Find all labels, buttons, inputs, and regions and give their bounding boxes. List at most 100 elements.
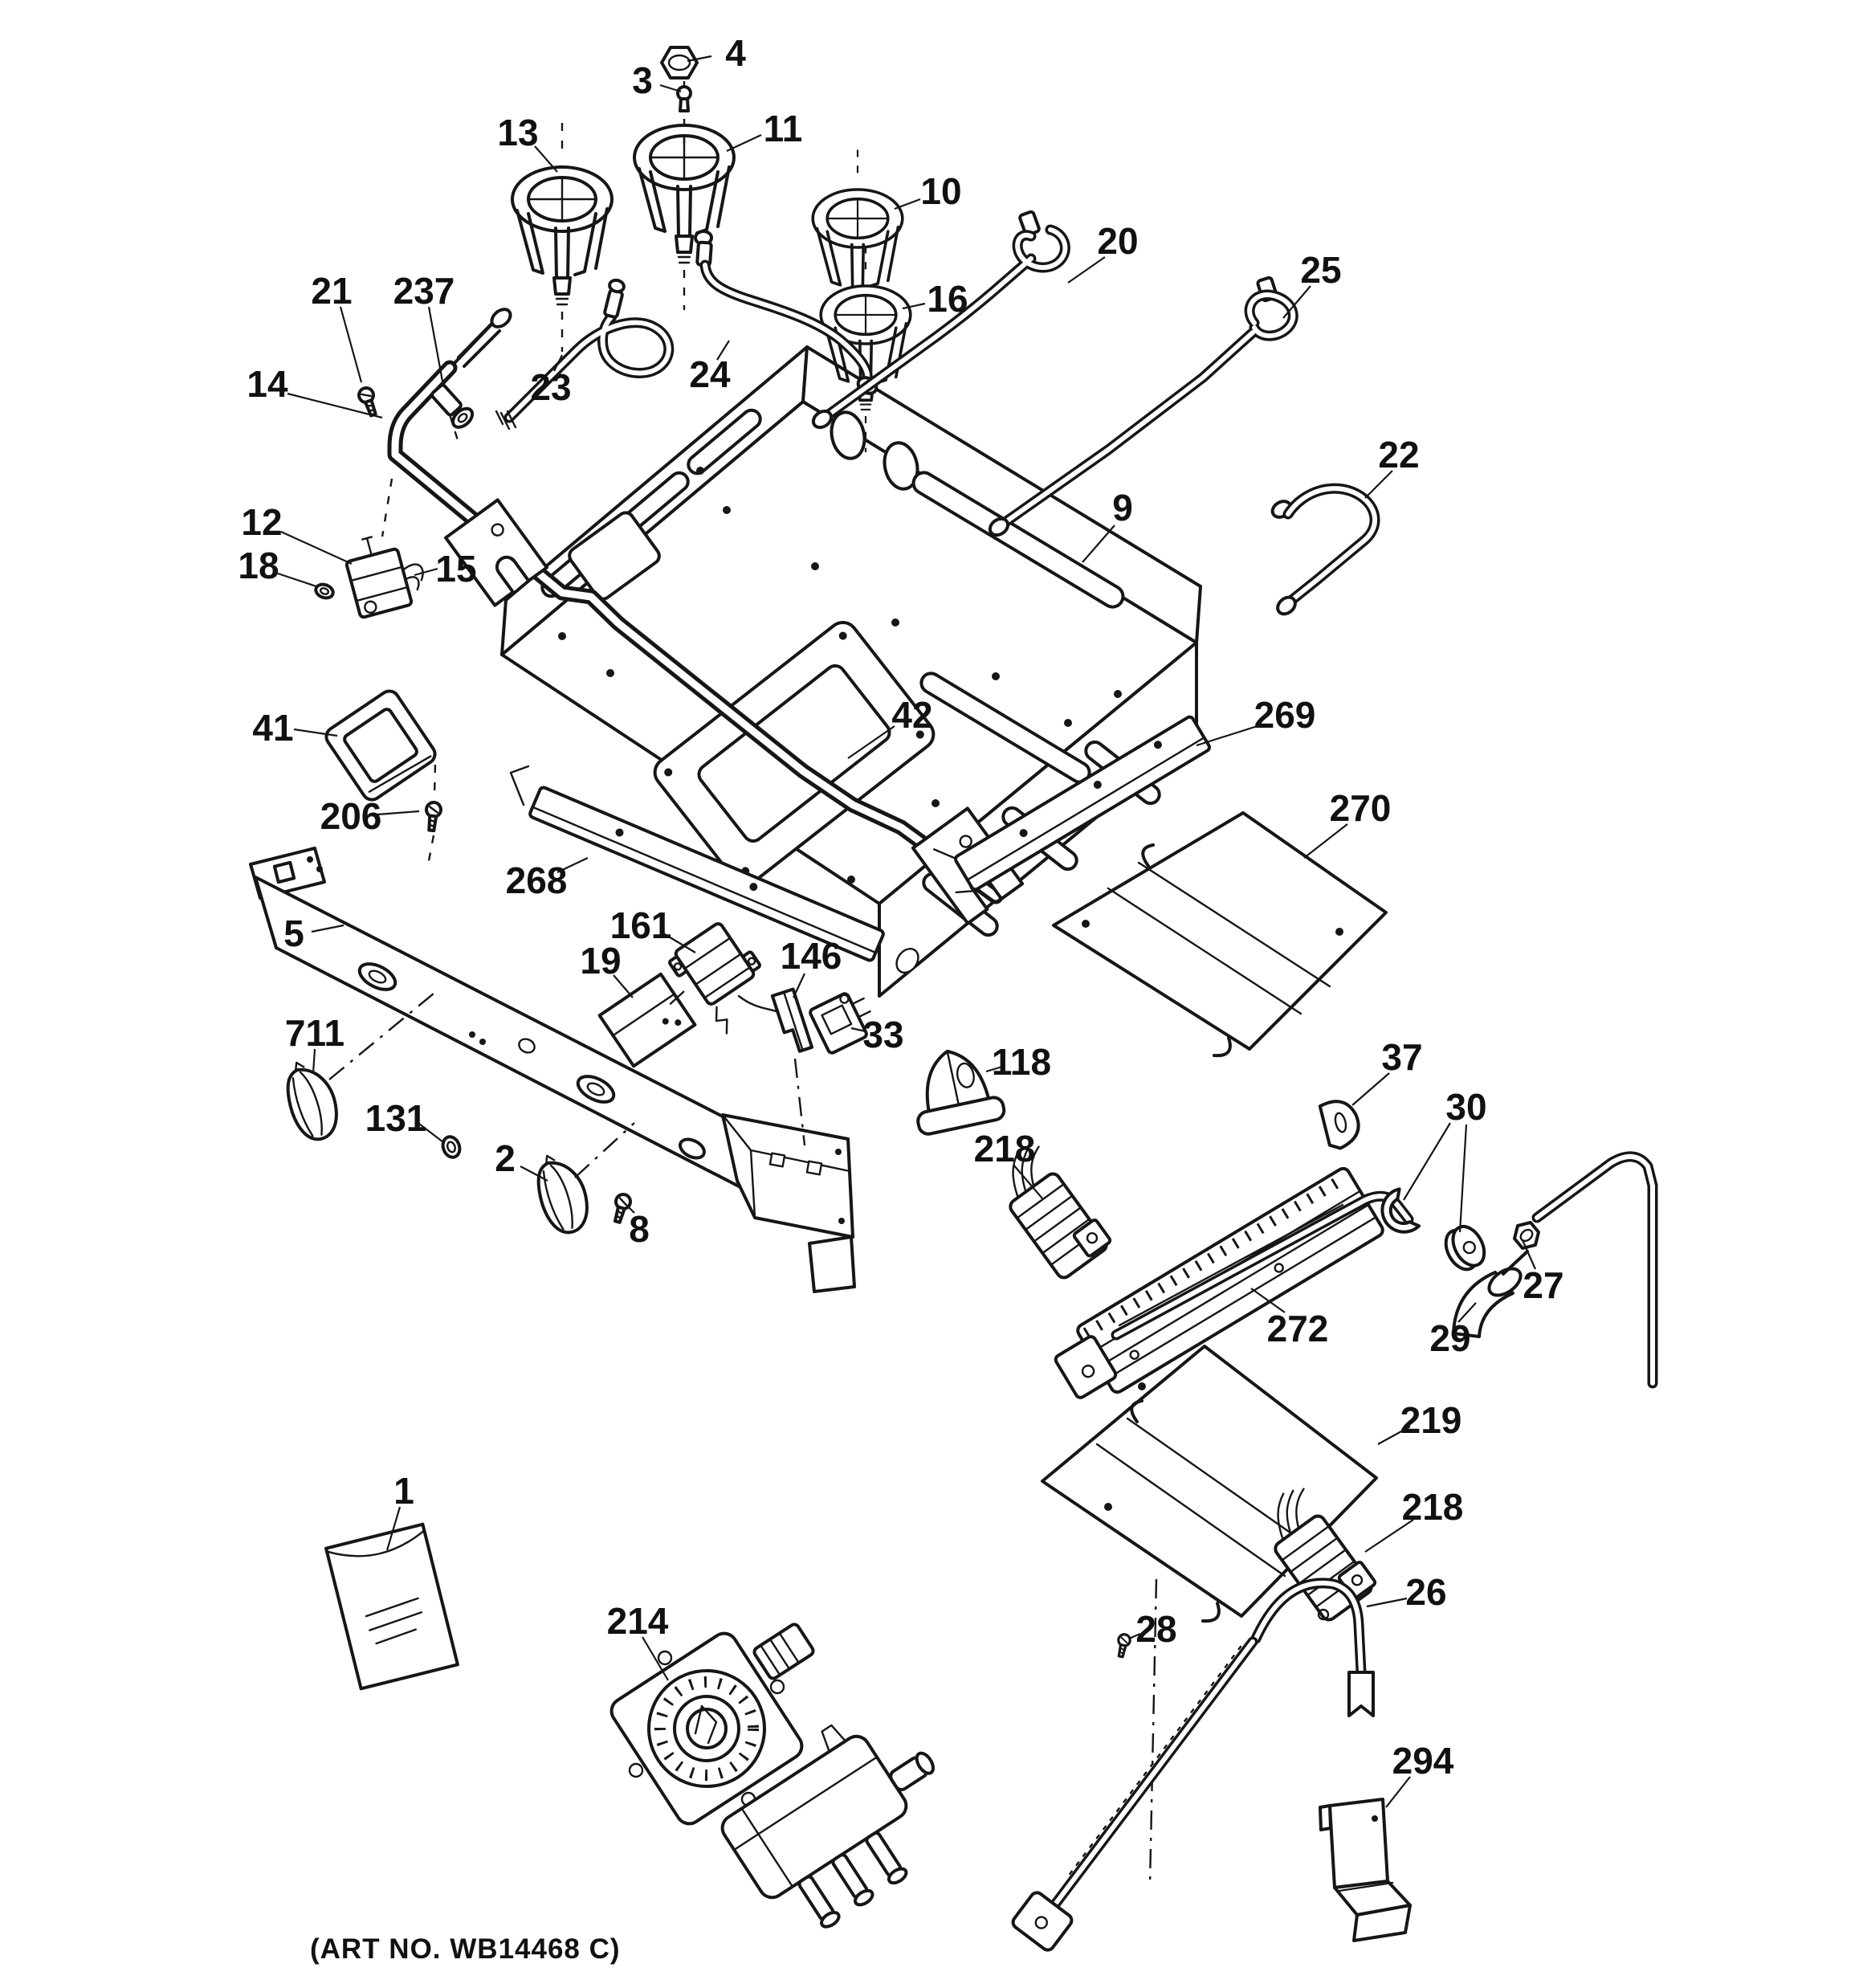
alignment-line-knob-2 (574, 1122, 635, 1178)
part-label-9: 9 (1112, 487, 1133, 529)
leader-line (556, 857, 589, 873)
part-label-19: 19 (580, 940, 621, 982)
leader-line (415, 1121, 444, 1143)
leader-line (377, 810, 420, 816)
part-label-218: 218 (1402, 1486, 1464, 1528)
part-label-237: 237 (393, 270, 455, 312)
part-5-manifold-panel (249, 847, 856, 1293)
part-label-15: 15 (435, 548, 476, 590)
part-146-bracket (770, 987, 814, 1146)
leader-line (277, 572, 317, 588)
part-label-37: 37 (1381, 1036, 1422, 1078)
part-label-11: 11 (764, 108, 803, 149)
part-label-270: 270 (1330, 787, 1392, 829)
part-118-bracket (916, 1049, 1006, 1136)
leader-line (985, 1065, 1003, 1073)
leader-line (553, 354, 563, 372)
part-label-161: 161 (610, 904, 672, 946)
part-214-regulator (609, 1623, 935, 1929)
part-3-orifice (676, 85, 692, 149)
leader-line (613, 974, 634, 998)
leader-line (1364, 470, 1393, 499)
part-label-146: 146 (781, 935, 842, 977)
part-label-294: 294 (1392, 1740, 1454, 1782)
leader-line (662, 933, 696, 953)
part-label-131: 131 (365, 1097, 427, 1139)
part-131-grommet (441, 1135, 462, 1159)
part-20-tube (811, 210, 1070, 430)
part-label-8: 8 (629, 1208, 650, 1250)
leader-line (1196, 723, 1263, 747)
part-33-switch (809, 992, 871, 1055)
part-label-24: 24 (689, 353, 731, 395)
part-18-washer (314, 582, 335, 600)
part-29-elbow (1452, 1267, 1523, 1338)
leader-line (850, 1027, 866, 1033)
leader-line (1351, 1072, 1390, 1106)
part-4-nut (660, 46, 699, 80)
leader-line (1303, 823, 1348, 859)
leader-line (1377, 1426, 1411, 1445)
part-label-20: 20 (1097, 220, 1138, 262)
part-12-valve (344, 478, 424, 619)
part-label-30: 30 (1445, 1086, 1486, 1128)
part-label-28: 28 (1135, 1608, 1176, 1650)
part-label-14: 14 (247, 363, 288, 405)
leader-line (1403, 1122, 1451, 1201)
part-label-268: 268 (506, 859, 568, 901)
art-number-text: (ART NO. WB14468 C) (310, 1933, 621, 1965)
leader-line (293, 728, 338, 737)
part-label-13: 13 (497, 112, 538, 153)
part-label-42: 42 (891, 694, 932, 736)
part-label-219: 219 (1400, 1399, 1462, 1441)
leader-line (642, 1636, 669, 1681)
part-30-igniter-tube (1111, 1187, 1486, 1341)
leader-line (687, 55, 712, 63)
part-label-206: 206 (320, 795, 382, 837)
leader-line (534, 145, 558, 173)
part-13-burner-head (511, 121, 614, 353)
part-27-fitting (1502, 1221, 1540, 1276)
part-270-heat-shield (1052, 811, 1388, 1058)
part-268-strip (509, 765, 885, 962)
part-269-strip (932, 715, 1211, 894)
leader-line (726, 134, 762, 152)
part-237-fitting (430, 383, 475, 441)
leader-line (716, 340, 730, 361)
part-711-knob (276, 1053, 347, 1147)
part-label-12: 12 (241, 501, 282, 543)
leader-line (902, 302, 926, 310)
part-label-41: 41 (252, 707, 293, 749)
part-label-269: 269 (1254, 694, 1316, 736)
part-label-3: 3 (632, 59, 653, 101)
leader-line (312, 1048, 316, 1074)
leader-line (847, 725, 895, 759)
leader-line (1082, 525, 1115, 563)
leader-line (1282, 285, 1311, 319)
part-label-218: 218 (974, 1128, 1036, 1170)
part-label-18: 18 (238, 545, 279, 586)
part-41-cover (324, 689, 437, 802)
part-label-29: 29 (1429, 1317, 1470, 1359)
part-label-5: 5 (283, 912, 304, 954)
part-label-272: 272 (1267, 1308, 1329, 1349)
part-26-burner-tube (1011, 1578, 1375, 1952)
part-42-frame (653, 620, 936, 887)
part-label-33: 33 (862, 1014, 903, 1055)
leader-line (1366, 1597, 1408, 1608)
part-label-711: 711 (285, 1012, 344, 1054)
leader-line (1067, 256, 1106, 284)
part-label-25: 25 (1300, 249, 1341, 291)
part-28-screw (1114, 1631, 1133, 1659)
leader-line (385, 1506, 402, 1551)
leader-line (414, 567, 438, 577)
leader-line (1250, 1288, 1286, 1313)
leader-line (311, 924, 344, 933)
leader-line (626, 1204, 635, 1214)
part-label-21: 21 (311, 270, 352, 312)
part-19-plate (597, 972, 697, 1068)
part-label-214: 214 (607, 1600, 669, 1642)
part-11-burner-head (633, 80, 736, 312)
